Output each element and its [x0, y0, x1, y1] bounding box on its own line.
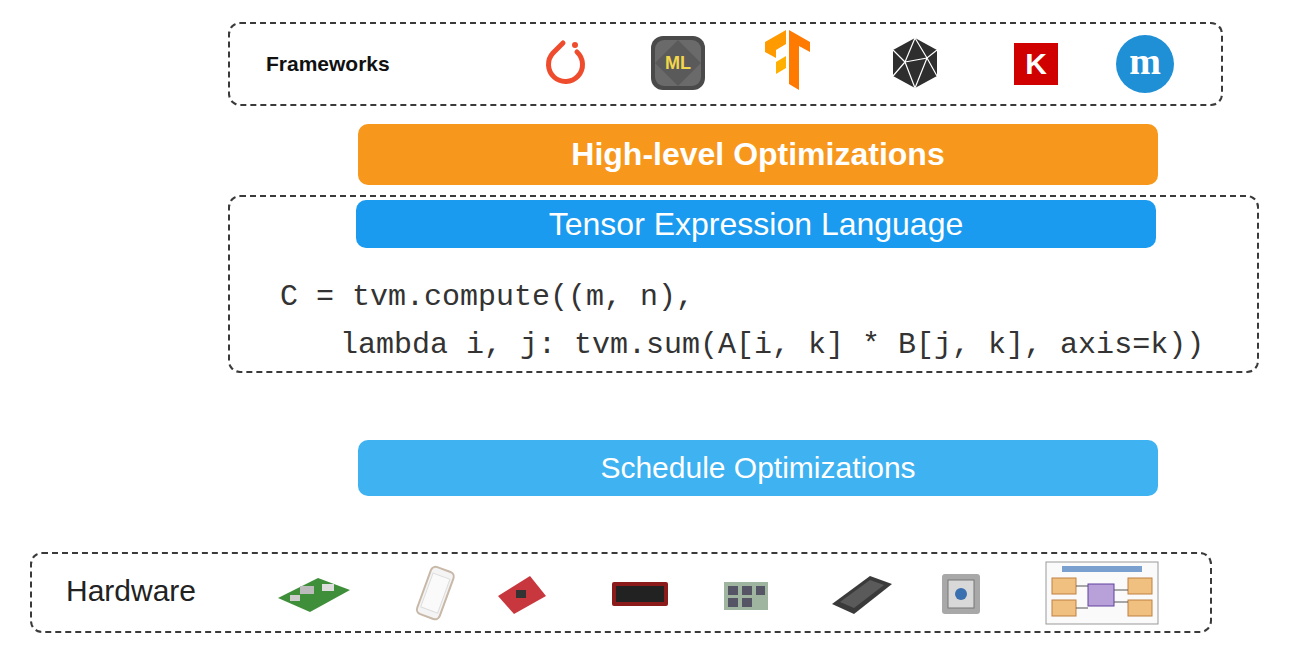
tensorflow-logo: [765, 30, 810, 90]
keras-logo: [1014, 43, 1058, 85]
coreml-logo: [651, 36, 705, 90]
hardware-box: Hardware: [30, 552, 1212, 633]
logo-letter: m: [1129, 42, 1161, 80]
cpu-chip: [942, 574, 980, 614]
code-line: C = tvm.compute((m, n),: [280, 280, 694, 315]
band-title: High-level Optimizations: [571, 136, 944, 173]
band-title: Schedule Optimizations: [600, 451, 915, 486]
language-band: Tensor Expression Language: [356, 200, 1156, 248]
band-title: Tensor Expression Language: [549, 206, 964, 243]
box-heading: Hardware: [66, 574, 196, 609]
schedule-band: Schedule Optimizations: [358, 440, 1158, 496]
raspberry-pi-board: [278, 578, 350, 612]
server-chips: [724, 582, 768, 610]
logo-letters: ML: [665, 54, 691, 72]
mxnet-logo: [1116, 35, 1174, 93]
tensor-expression-box: C = tvm.compute((m, n), lambda i, j: tvm.…: [228, 195, 1259, 373]
gpu-card: [832, 576, 892, 614]
accelerator-block-diagram: [1046, 562, 1158, 624]
polyhedron-logo: [893, 38, 937, 88]
fpga-board: [498, 576, 546, 614]
logo-letter: K: [1025, 49, 1047, 79]
code-line: lambda i, j: tvm.sum(A[i, k] * B[j, k], …: [340, 328, 1204, 363]
optimization-band: High-level Optimizations: [358, 124, 1158, 185]
graphics-card: [612, 582, 668, 606]
box-heading: Frameworks: [266, 52, 390, 76]
pytorch-logo: [549, 42, 583, 82]
frameworks-box: Frameworks: [228, 22, 1223, 106]
smartphone: [416, 565, 456, 620]
